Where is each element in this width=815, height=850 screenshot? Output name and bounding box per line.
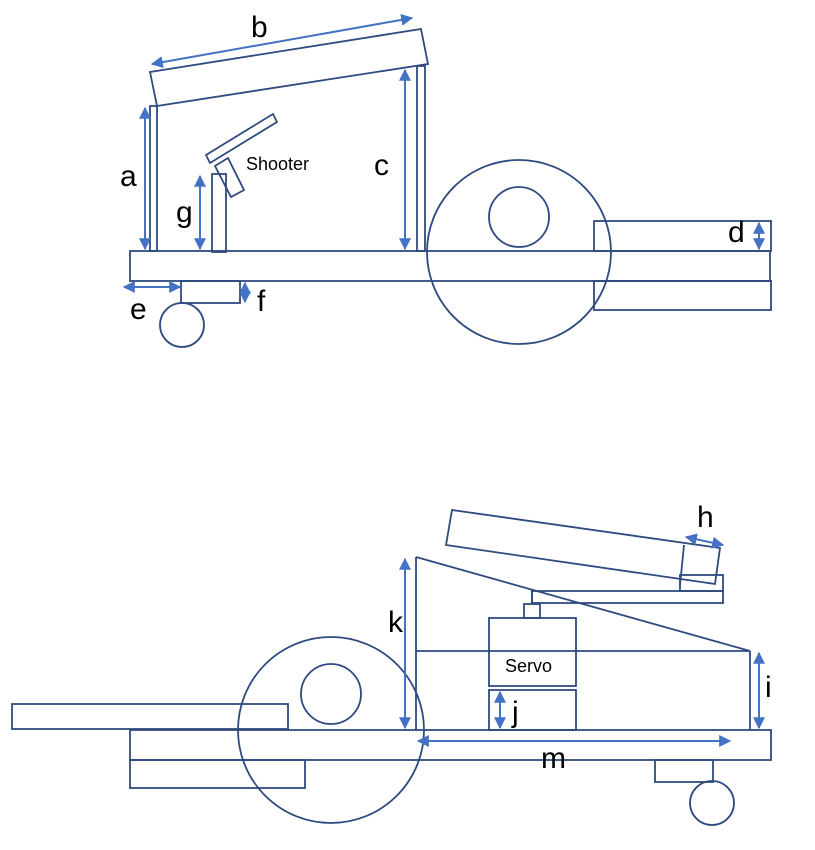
shooter-label: Shooter [246,154,309,174]
shooter-block [213,156,246,199]
bottom-slanted-plate [444,508,722,586]
label-a: a [120,160,137,193]
dimension-arrow-b [150,13,414,69]
bottom-large-wheel [237,636,425,824]
frame-diagonal-beam [415,556,751,652]
bottom-left-lower-block [129,759,306,789]
top-view: Shooter a b c d e f g [120,11,772,348]
bottom-caster-wheel [689,780,735,826]
bottom-view: Servo h i j k m [11,501,772,826]
bottom-chassis-bar [129,729,772,761]
bottom-wheel-hub [300,663,362,725]
top-right-upper-block [593,220,772,252]
dimension-arrow-h [684,533,725,549]
top-right-lower-block [593,280,772,311]
shooter-post [211,173,227,253]
plate-end-divider [679,544,685,586]
top-chassis-bar [129,250,771,282]
label-h: h [697,501,714,534]
label-j: j [511,696,519,729]
top-large-wheel [426,159,612,345]
bottom-caster-mount [654,759,714,783]
servo-horn [523,603,541,619]
bottom-left-upper-block [11,703,289,730]
label-m: m [541,742,566,775]
label-c: c [374,149,389,182]
servo-label: Servo [505,656,552,676]
label-i: i [765,671,772,704]
top-right-post [416,65,426,252]
servo-arm [531,590,724,604]
label-d: d [728,216,745,249]
top-wheel-hub [488,186,550,248]
servo-base-block [488,689,577,731]
shooter-barrel [204,112,279,165]
label-e: e [130,293,147,326]
top-caster-mount [180,280,241,304]
label-g: g [176,196,193,229]
label-k: k [388,606,404,639]
top-left-post [149,105,158,252]
label-f: f [257,285,266,318]
top-caster-wheel [159,302,205,348]
label-b: b [251,11,268,44]
